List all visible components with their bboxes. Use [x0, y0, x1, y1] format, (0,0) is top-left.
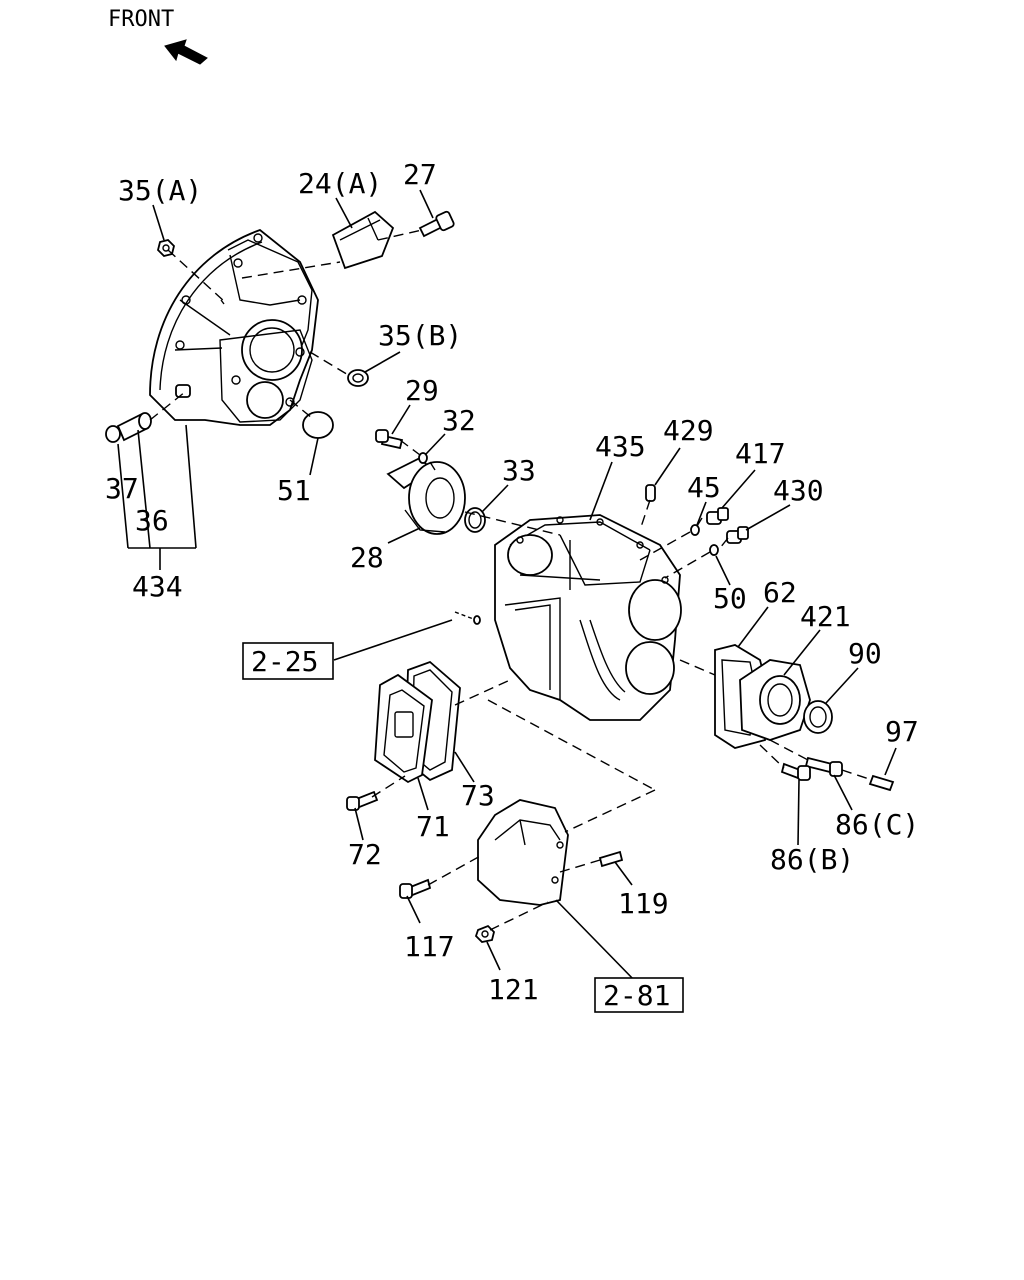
callout-417: 417: [735, 437, 786, 470]
part-24a: [331, 210, 395, 270]
part-2-25-pin: [454, 611, 481, 625]
part-35b: [347, 369, 369, 387]
part-32: [418, 452, 428, 464]
clutch-housing: [149, 228, 319, 426]
callout-35b: 35(B): [378, 319, 462, 352]
callout-29: 29: [405, 374, 439, 407]
callout-429: 429: [663, 414, 714, 447]
callout-33: 33: [502, 454, 536, 487]
part-28: [386, 456, 466, 535]
callout-435: 435: [595, 430, 646, 463]
callout-37: 37: [105, 472, 139, 505]
callout-86b: 86(B): [770, 843, 854, 876]
part-86b: [780, 762, 811, 781]
transmission-case: [494, 514, 682, 721]
callout-45: 45: [687, 471, 721, 504]
callout-32: 32: [442, 404, 476, 437]
part-430: [726, 526, 749, 544]
leader-lines: [117, 189, 897, 983]
part-45: [690, 524, 700, 536]
callout-28: 28: [350, 541, 384, 574]
callout-97: 97: [885, 715, 919, 748]
callout-434: 434: [132, 570, 183, 603]
part-119: [598, 850, 624, 868]
callout-90: 90: [848, 637, 882, 670]
part-50: [709, 544, 719, 556]
callout-51: 51: [277, 474, 311, 507]
callout-labels: 35(A) 24(A) 27 35(B) 29 32 33 435 429 45…: [105, 158, 919, 1006]
callout-24a: 24(A): [298, 167, 382, 200]
part-97: [868, 774, 895, 792]
part-29: [375, 429, 404, 450]
callout-71: 71: [416, 810, 450, 843]
part-37-36: [105, 412, 152, 443]
callout-121: 121: [488, 973, 539, 1006]
part-71: [374, 673, 433, 784]
callout-430: 430: [773, 474, 824, 507]
part-429: [645, 484, 656, 502]
part-417: [706, 507, 729, 525]
callout-35a: 35(A): [118, 174, 202, 207]
part-121: [474, 924, 495, 943]
callout-86c: 86(C): [835, 808, 919, 841]
part-86c: [804, 756, 843, 777]
part-117: [399, 878, 432, 899]
callout-421: 421: [800, 600, 851, 633]
part-72: [346, 790, 379, 811]
ref-2-25-label: 2-25: [251, 645, 318, 678]
front-label: FRONT: [108, 7, 174, 32]
callout-36: 36: [135, 504, 169, 537]
part-33: [464, 507, 486, 533]
callout-72: 72: [348, 838, 382, 871]
callout-50: 50: [713, 582, 747, 615]
part-51: [302, 411, 334, 439]
callout-27: 27: [403, 158, 437, 191]
part-27: [418, 210, 455, 238]
callout-119: 119: [618, 887, 669, 920]
ref-box-2-25[interactable]: 2-25: [242, 642, 334, 680]
ref-2-81-label: 2-81: [603, 979, 670, 1012]
part-90: [803, 700, 833, 734]
front-arrow-icon: [164, 39, 208, 65]
ref-box-2-81[interactable]: 2-81: [594, 977, 684, 1013]
explode-lines: [149, 229, 873, 931]
callout-117: 117: [404, 930, 455, 963]
part-421: [739, 659, 811, 741]
callout-62: 62: [763, 576, 797, 609]
callout-73: 73: [461, 779, 495, 812]
pto-cover: [477, 799, 569, 906]
